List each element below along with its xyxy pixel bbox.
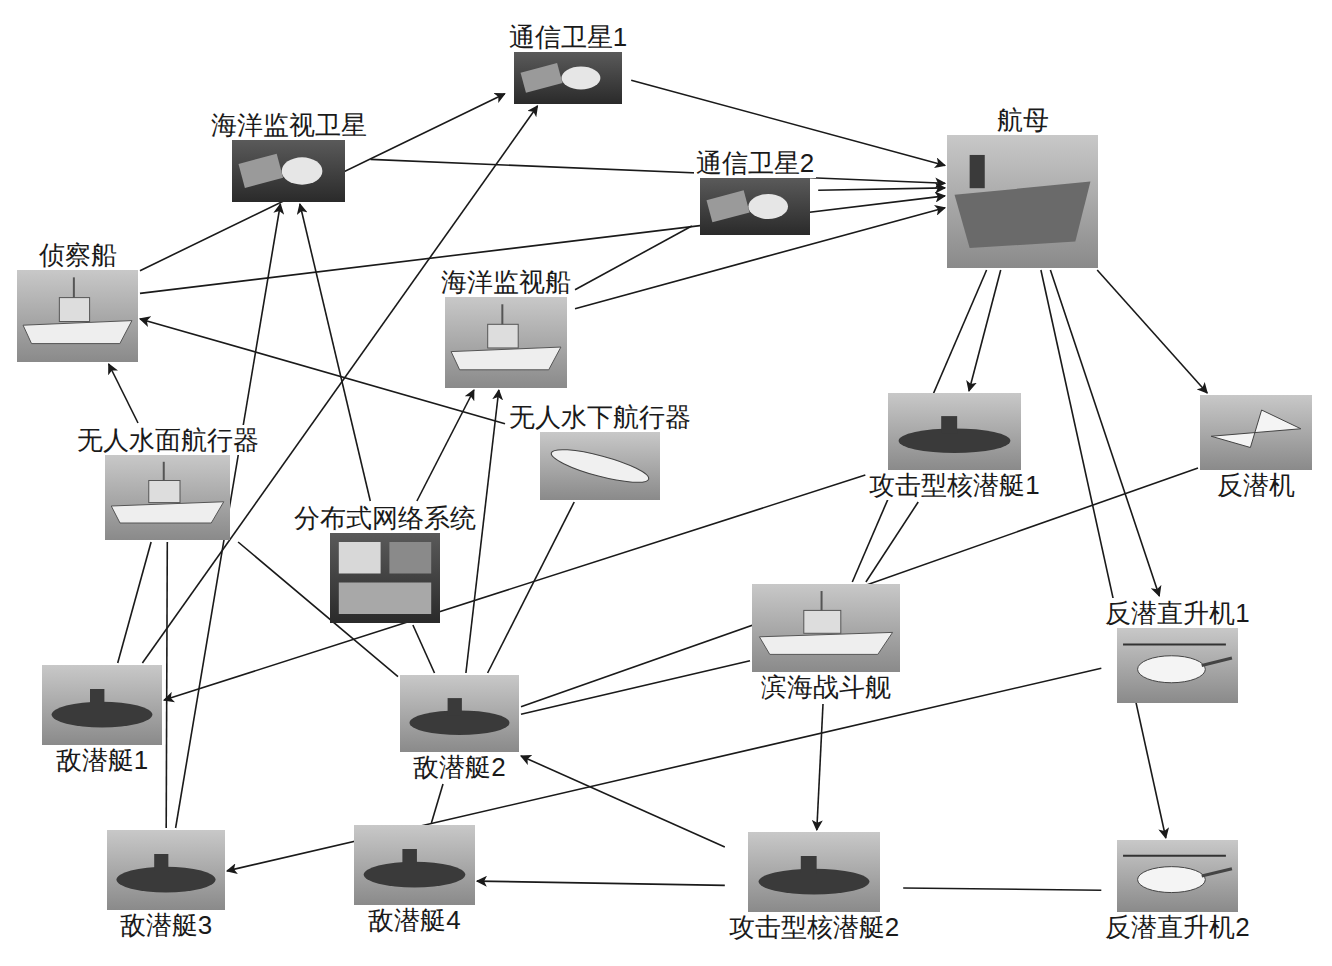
sub-picture (748, 832, 880, 912)
unit-label: 敌潜艇1 (54, 745, 150, 775)
link-line (575, 226, 692, 290)
unit-node: 敌潜艇3 (107, 830, 225, 940)
sat-picture (232, 140, 345, 202)
sub-picture (400, 675, 519, 752)
unit-node: 侦察船 (17, 240, 138, 362)
unit-label: 通信卫星1 (507, 22, 629, 52)
unit-node: 敌潜艇4 (354, 825, 475, 935)
sub-picture (107, 830, 225, 910)
link-line (521, 468, 1198, 707)
link-line (431, 784, 443, 823)
unit-node: 通信卫星1 (507, 22, 629, 104)
ship-picture (17, 270, 138, 362)
unit-node: 分布式网络系统 (292, 503, 478, 623)
link-line (300, 204, 370, 501)
unit-node: 无人水下航行器 (507, 402, 693, 500)
link-line (969, 270, 1001, 391)
unit-node: 海洋监视卫星 (209, 110, 369, 202)
unit-label: 反潜机 (1215, 470, 1297, 500)
link-line (818, 188, 945, 190)
unit-node: 无人水面航行器 (75, 425, 261, 540)
unit-label: 滨海战斗舰 (759, 672, 893, 702)
unit-node: 滨海战斗舰 (752, 584, 900, 702)
unit-node: 通信卫星2 (694, 148, 816, 235)
unit-label: 无人水面航行器 (75, 425, 261, 455)
link-line (521, 661, 750, 715)
unit-node: 反潜直升机2 (1103, 840, 1251, 942)
unit-label: 反潜直升机1 (1103, 598, 1251, 628)
sat-picture (700, 178, 810, 235)
link-line (817, 704, 823, 830)
unit-node: 航母 (947, 105, 1098, 268)
link-line (166, 542, 167, 828)
unit-label: 通信卫星2 (694, 148, 816, 178)
unit-label: 海洋监视船 (439, 267, 573, 297)
link-line (118, 542, 151, 663)
unit-label: 反潜直升机2 (1103, 912, 1251, 942)
unit-node: 敌潜艇2 (400, 675, 519, 782)
plane-picture (1200, 395, 1312, 470)
ship-picture (445, 297, 567, 388)
unit-node: 攻击型核潜艇1 (867, 393, 1041, 500)
screen-picture (330, 533, 440, 623)
unit-node: 攻击型核潜艇2 (727, 832, 901, 942)
link-line (140, 94, 505, 271)
unit-label: 敌潜艇2 (411, 752, 507, 782)
sat-picture (514, 52, 622, 104)
unit-label: 攻击型核潜艇2 (727, 912, 901, 942)
uuv-picture (540, 432, 660, 500)
unit-label: 敌潜艇3 (118, 910, 214, 940)
link-line (109, 364, 138, 423)
sub-picture (354, 825, 475, 905)
unit-node: 海洋监视船 (439, 267, 573, 388)
unit-label: 分布式网络系统 (292, 503, 478, 533)
link-line (477, 881, 725, 885)
unit-label: 无人水下航行器 (507, 402, 693, 432)
heli-picture (1117, 840, 1238, 912)
unit-label: 攻击型核潜艇1 (867, 470, 1041, 500)
unit-node: 反潜直升机1 (1103, 598, 1251, 703)
link-line (1050, 270, 1159, 596)
link-line (521, 756, 725, 847)
unit-label: 敌潜艇4 (366, 905, 462, 935)
ship-picture (105, 455, 230, 540)
sub-picture (888, 393, 1021, 470)
ship-picture (752, 584, 900, 672)
link-line (417, 390, 474, 501)
link-line (371, 159, 946, 183)
link-line (413, 625, 435, 673)
unit-label: 航母 (995, 105, 1051, 135)
link-line (488, 502, 575, 673)
link-line (1041, 270, 1166, 838)
link-line (1097, 270, 1207, 393)
link-line (903, 888, 1101, 890)
heli-picture (1117, 628, 1238, 703)
carrier-picture (947, 135, 1098, 268)
sub-picture (42, 665, 162, 745)
unit-label: 侦察船 (37, 240, 119, 270)
unit-node: 反潜机 (1200, 395, 1312, 500)
unit-node: 敌潜艇1 (42, 665, 162, 775)
link-line (866, 502, 918, 582)
unit-label: 海洋监视卫星 (209, 110, 369, 140)
